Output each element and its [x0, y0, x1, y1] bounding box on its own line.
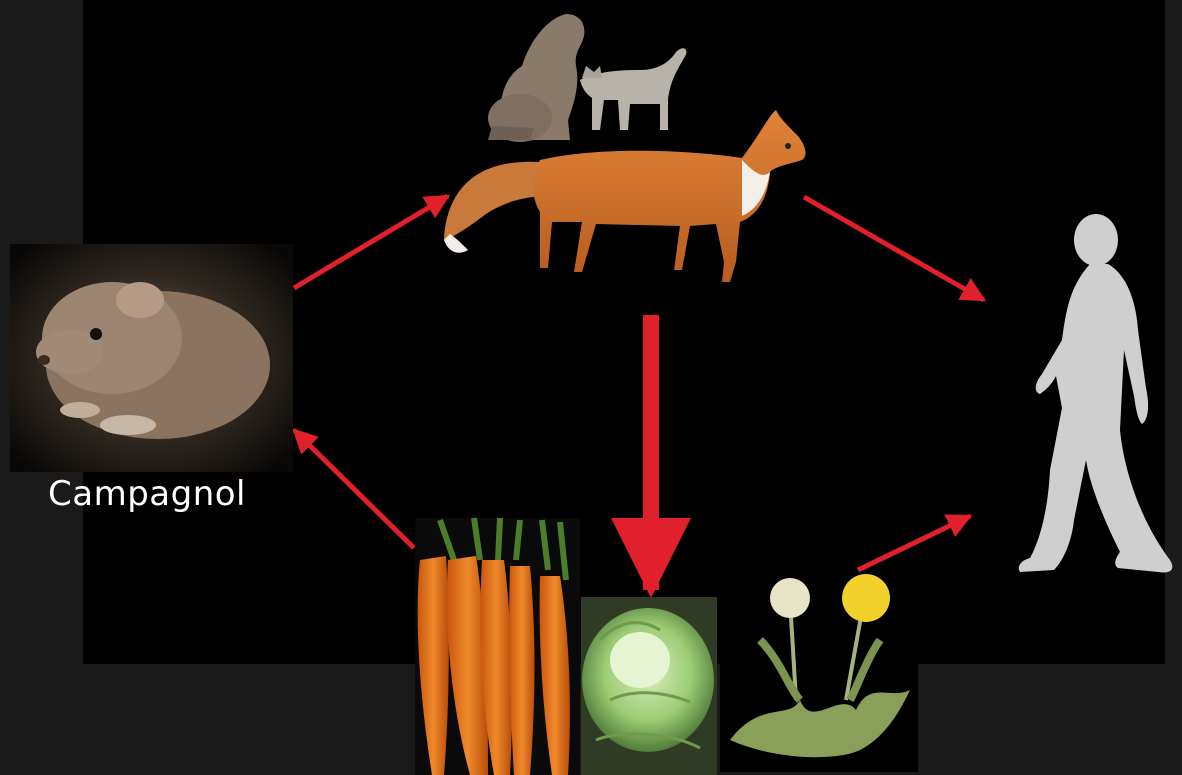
dog-and-cat-illustration — [488, 14, 686, 142]
human-silhouette-icon — [1019, 214, 1173, 573]
vole-photo — [10, 244, 293, 472]
carrots-photo — [415, 518, 580, 775]
arrow-vole-to-fox — [294, 196, 448, 288]
arrow-dandelion-to-human — [858, 516, 970, 570]
vole-label: Campagnol — [48, 474, 246, 514]
lettuce-photo — [581, 597, 717, 775]
arrow-carrots-to-vole — [294, 430, 414, 548]
dandelion-photo — [720, 572, 918, 772]
arrow-fox-to-human — [804, 197, 984, 300]
